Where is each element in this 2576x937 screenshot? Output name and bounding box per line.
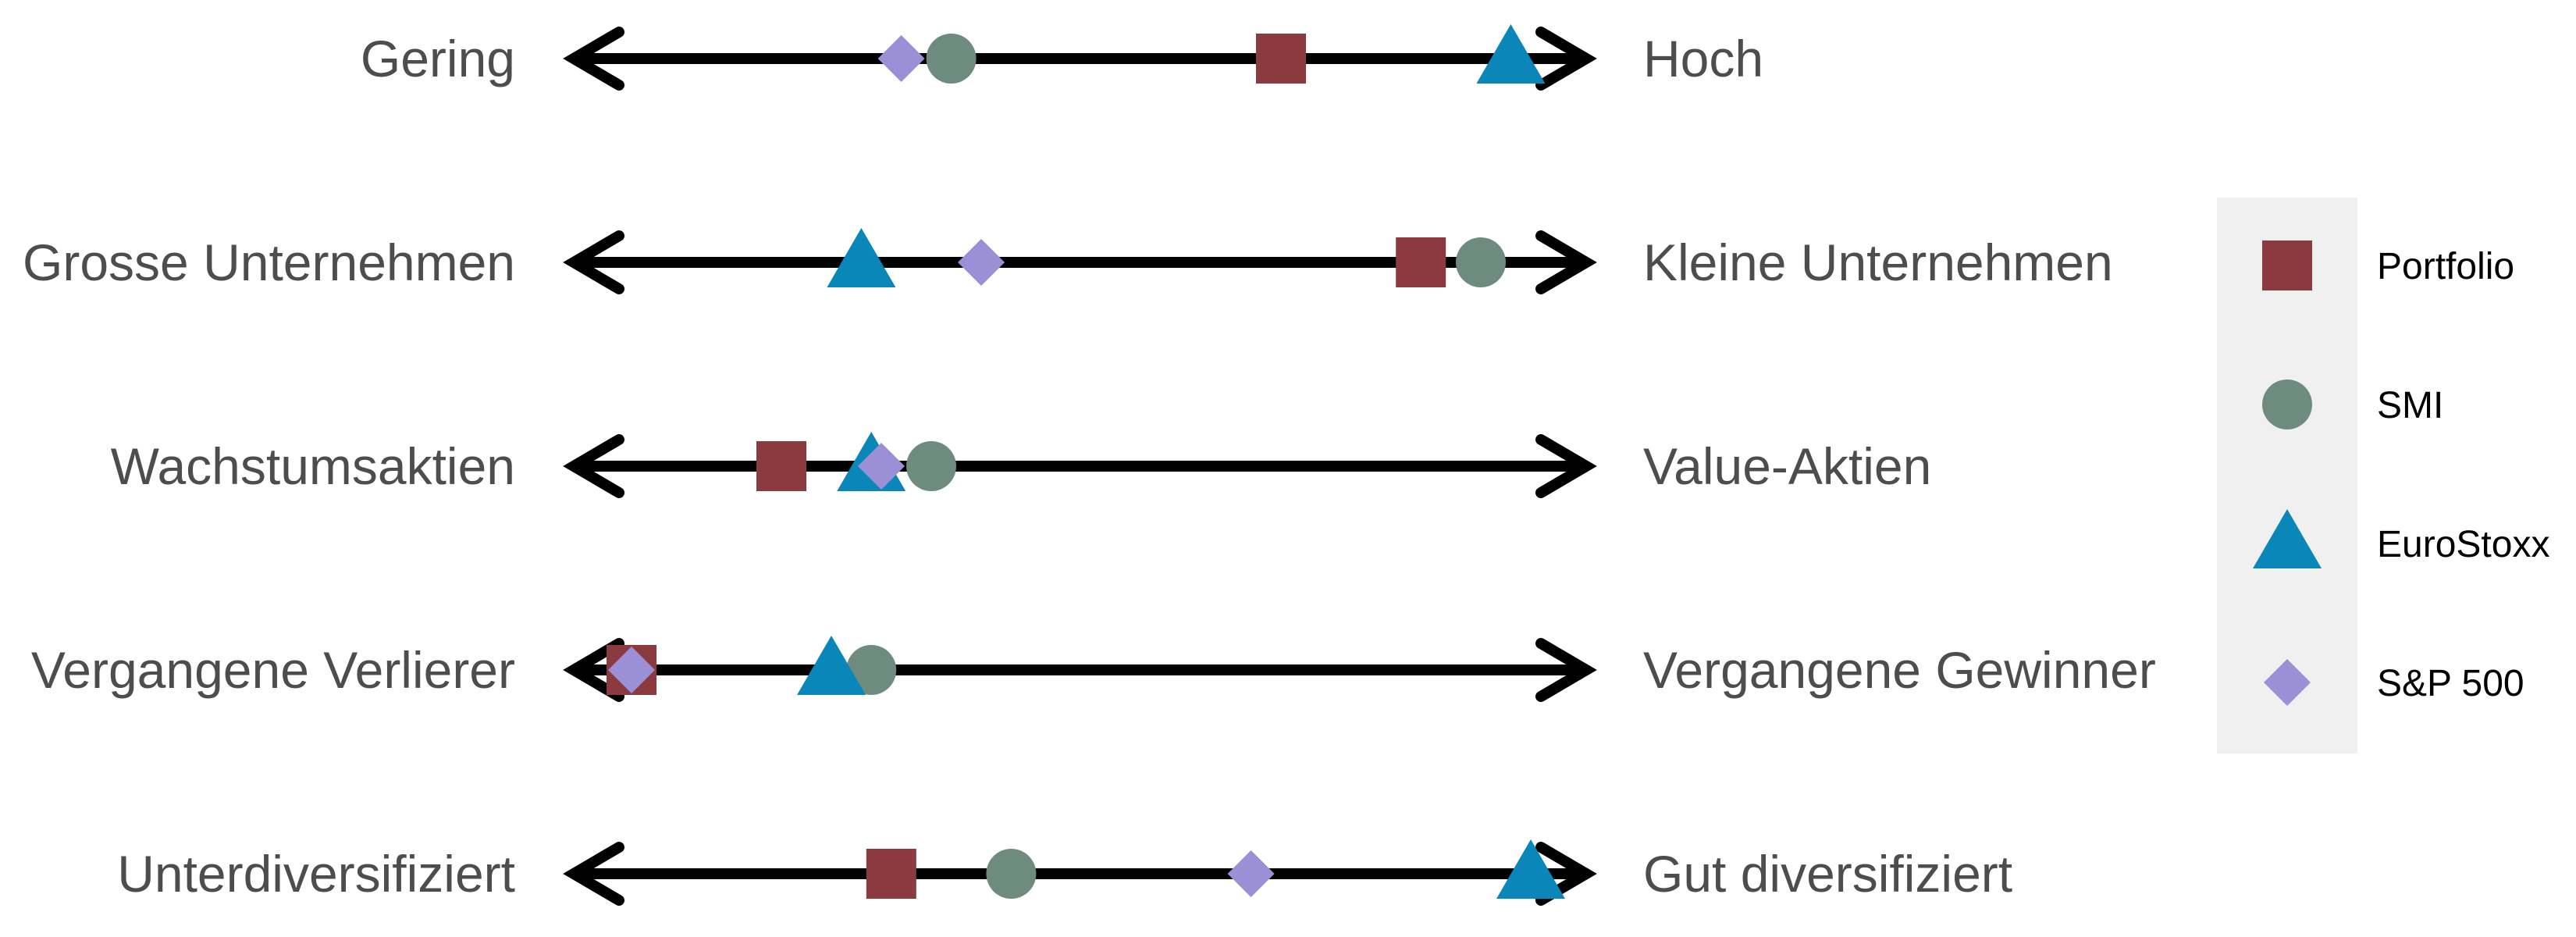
- row-label-right: Vergangene Gewinner: [1643, 641, 2156, 699]
- arrowhead-right: [1535, 434, 1597, 498]
- row-label-right: Hoch: [1643, 30, 1763, 87]
- point-diamond: [608, 647, 655, 693]
- scale-row: Vergangene Verlierer Vergangene Gewinner: [31, 638, 2156, 702]
- arrowhead-left: [563, 842, 624, 906]
- point-circle: [926, 34, 977, 84]
- point-square: [1256, 34, 1306, 84]
- point-diamond: [1227, 850, 1275, 897]
- row-label-left: Gering: [361, 30, 515, 87]
- scale-row: Unterdiversifiziert Gut diversifiziert: [117, 842, 2012, 906]
- arrowhead-left: [563, 638, 624, 702]
- arrowhead-left: [563, 434, 624, 498]
- point-diamond: [858, 443, 905, 490]
- scale-row: Wachstumsaktien Value-Aktien: [111, 434, 1931, 498]
- point-triangle: [1476, 24, 1546, 84]
- point-square: [866, 849, 916, 899]
- legend-label: Portfolio: [2377, 246, 2514, 287]
- row-label-left: Vergangene Verlierer: [31, 641, 515, 699]
- point-circle: [986, 849, 1037, 899]
- point-circle: [906, 441, 956, 491]
- legend-label: EuroStoxx: [2377, 524, 2549, 565]
- arrowhead-left: [563, 27, 624, 91]
- arrowhead-right: [1535, 230, 1597, 294]
- arrowhead-left: [563, 230, 624, 294]
- legend-entry: S&P 500: [2264, 659, 2524, 706]
- legend-key-triangle: [2253, 509, 2322, 568]
- row-label-right: Value-Aktien: [1643, 437, 1931, 495]
- legend-entry: Portfolio: [2262, 240, 2514, 290]
- series-s-p-500: [608, 35, 1275, 897]
- point-triangle: [827, 228, 896, 287]
- legend-key-diamond: [2264, 659, 2311, 706]
- scale-row: Gering Hoch: [361, 27, 1763, 91]
- point-triangle: [1496, 839, 1565, 899]
- legend-key-square: [2262, 240, 2312, 290]
- row-label-left: Wachstumsaktien: [111, 437, 515, 495]
- legend-key-circle: [2262, 379, 2312, 429]
- point-square: [1396, 237, 1446, 287]
- arrowhead-right: [1535, 638, 1597, 702]
- row-label-right: Kleine Unternehmen: [1643, 233, 2113, 291]
- point-circle: [1456, 237, 1506, 287]
- series-smi: [846, 34, 1506, 899]
- legend-entry: EuroStoxx: [2253, 509, 2549, 568]
- legend-label: SMI: [2377, 385, 2443, 426]
- point-circle: [846, 645, 897, 695]
- point-triangle: [797, 636, 866, 695]
- point-diamond: [877, 35, 925, 82]
- point-diamond: [958, 239, 1005, 286]
- row-label-right: Gut diversifiziert: [1643, 845, 2012, 903]
- arrowhead-right: [1535, 27, 1597, 91]
- row-label-left: Unterdiversifiziert: [117, 845, 515, 903]
- legend-label: S&P 500: [2377, 663, 2524, 704]
- scale-row: Grosse Unternehmen Kleine Unternehmen: [23, 230, 2113, 294]
- scale-points: [607, 24, 1565, 899]
- point-square: [756, 441, 806, 491]
- row-label-left: Grosse Unternehmen: [23, 233, 515, 291]
- legend-entry: SMI: [2262, 379, 2443, 429]
